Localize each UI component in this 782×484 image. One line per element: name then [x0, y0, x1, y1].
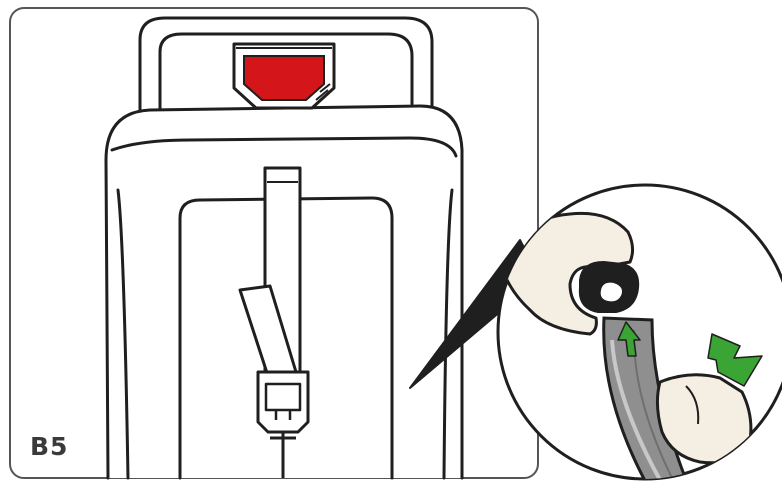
detail-view — [498, 211, 763, 479]
headrest-release-button — [232, 42, 336, 110]
belt-buckle — [256, 370, 310, 478]
detail-strap — [602, 316, 693, 479]
green-arrow-down — [707, 333, 763, 387]
harness-strap — [238, 166, 302, 378]
green-arrow-up — [617, 321, 641, 357]
hand — [498, 211, 635, 336]
seat-back-lip — [110, 136, 458, 158]
step-label: B5 — [30, 432, 69, 461]
